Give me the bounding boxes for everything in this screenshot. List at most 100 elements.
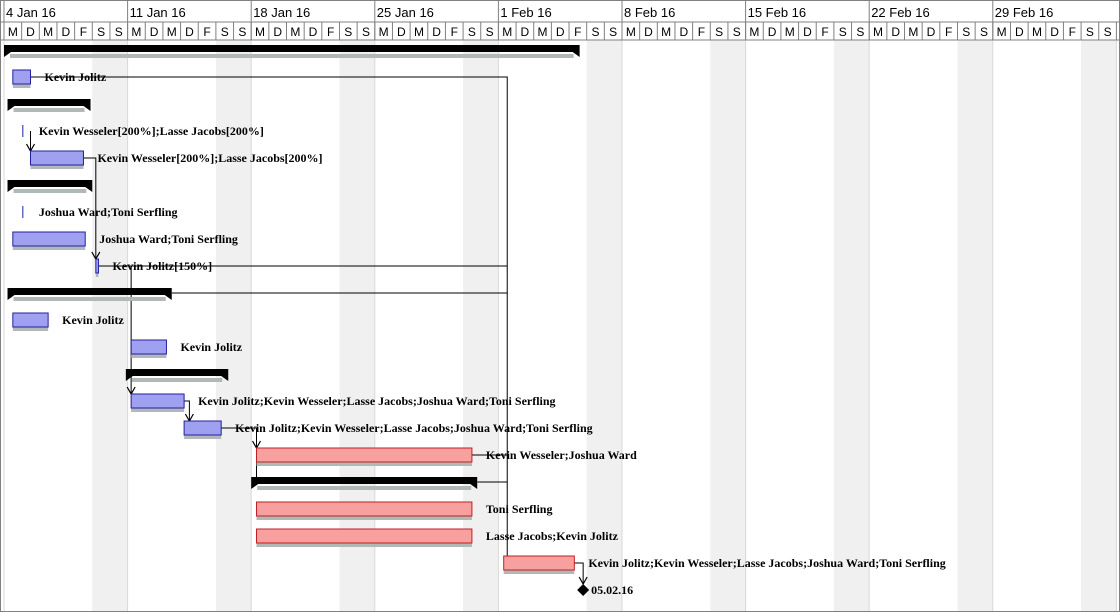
task-shadow xyxy=(256,516,472,520)
resource-label: Lasse Jacobs;Kevin Jolitz xyxy=(486,529,619,543)
day-label: F xyxy=(821,25,828,39)
day-label: F xyxy=(451,25,458,39)
summary-bar xyxy=(7,180,93,187)
weekend-band xyxy=(710,40,746,612)
dependency-arrows xyxy=(25,76,588,586)
task-bars xyxy=(4,45,590,596)
day-label: D xyxy=(1050,25,1059,39)
day-label: M xyxy=(167,25,177,39)
day-label: M xyxy=(379,25,389,39)
day-label: M xyxy=(661,25,671,39)
day-label: S xyxy=(980,25,988,39)
day-label: F xyxy=(327,25,334,39)
day-label: F xyxy=(1069,25,1076,39)
day-label: D xyxy=(26,25,35,39)
summary-right-cap xyxy=(221,376,229,381)
day-label: D xyxy=(768,25,777,39)
day-label: S xyxy=(362,25,370,39)
day-label: S xyxy=(97,25,105,39)
day-label: D xyxy=(679,25,688,39)
weekend-band xyxy=(215,40,252,612)
day-label: D xyxy=(432,25,441,39)
weekend-band xyxy=(833,40,870,612)
day-label: D xyxy=(891,25,900,39)
critical-task-bar xyxy=(255,501,473,517)
day-label: M xyxy=(414,25,424,39)
day-label: S xyxy=(238,25,246,39)
resource-label: Joshua Ward;Toni Serfling xyxy=(39,205,178,219)
resource-label: Kevin Wesseler[200%];Lasse Jacobs[200%] xyxy=(97,151,322,165)
task-shadow xyxy=(256,462,472,466)
task-bar xyxy=(12,69,31,85)
day-label: M xyxy=(131,25,141,39)
summary-right-cap xyxy=(85,187,93,192)
critical-task-bar xyxy=(255,447,473,463)
day-label: F xyxy=(203,25,210,39)
day-label: M xyxy=(1032,25,1042,39)
summary-left-cap xyxy=(7,106,15,111)
summary-shadow xyxy=(10,54,574,58)
task-shadow xyxy=(12,246,86,250)
day-label: M xyxy=(873,25,883,39)
day-label: M xyxy=(785,25,795,39)
day-label: D xyxy=(556,25,565,39)
task-bar xyxy=(130,393,185,409)
weekend-band xyxy=(586,40,622,612)
day-label: F xyxy=(80,25,87,39)
summary-shadow xyxy=(131,378,223,382)
day-label: S xyxy=(839,25,847,39)
day-label: D xyxy=(521,25,530,39)
summary-shadow xyxy=(13,189,87,193)
day-label: D xyxy=(273,25,282,39)
task-shadow xyxy=(503,570,575,574)
milestone-diamond xyxy=(577,584,590,596)
task-shadow xyxy=(131,354,167,358)
resource-label: Kevin Jolitz;Kevin Wesseler;Lasse Jacobs… xyxy=(588,556,945,570)
week-label: 8 Feb 16 xyxy=(624,5,675,20)
summary-bar xyxy=(7,288,172,295)
day-label: D xyxy=(185,25,194,39)
summary-bar xyxy=(4,45,580,52)
summary-right-cap xyxy=(572,52,580,57)
day-label: S xyxy=(856,25,864,39)
dependency-line xyxy=(184,400,190,421)
summary-right-cap xyxy=(470,484,478,489)
weekend-bands xyxy=(3,40,1117,612)
task-bar xyxy=(12,312,49,328)
day-label: S xyxy=(592,25,600,39)
day-label: D xyxy=(309,25,318,39)
summary-bar xyxy=(7,99,91,106)
day-label: D xyxy=(927,25,936,39)
summary-left-cap xyxy=(4,52,11,57)
task-shadow xyxy=(131,408,185,412)
task-shadow xyxy=(256,543,472,547)
day-label: F xyxy=(698,25,705,39)
day-label: M xyxy=(908,25,918,39)
summary-right-cap xyxy=(164,295,172,300)
resource-label: Kevin Wesseler;Joshua Ward xyxy=(486,448,637,462)
weekend-band xyxy=(463,40,499,612)
task-bar xyxy=(183,420,222,436)
dependency-arrowhead xyxy=(578,576,588,586)
resource-label: Kevin Jolitz xyxy=(180,340,242,354)
resource-label: 05.02.16 xyxy=(591,583,633,597)
summary-left-cap xyxy=(125,376,133,381)
summary-left-cap xyxy=(7,295,15,300)
day-label: M xyxy=(290,25,300,39)
summary-shadow xyxy=(257,486,472,490)
day-label: S xyxy=(221,25,229,39)
day-label: M xyxy=(538,25,548,39)
week-label: 18 Jan 16 xyxy=(253,5,310,20)
day-label: M xyxy=(43,25,53,39)
critical-task-bar xyxy=(503,555,575,571)
day-label: S xyxy=(486,25,494,39)
day-label: F xyxy=(574,25,581,39)
dependency-line xyxy=(83,157,97,259)
day-label: S xyxy=(733,25,741,39)
resource-label: Kevin Wesseler[200%];Lasse Jacobs[200%] xyxy=(39,124,264,138)
day-label: M xyxy=(749,25,759,39)
weekend-band xyxy=(957,40,993,612)
dependency-line xyxy=(221,427,257,448)
